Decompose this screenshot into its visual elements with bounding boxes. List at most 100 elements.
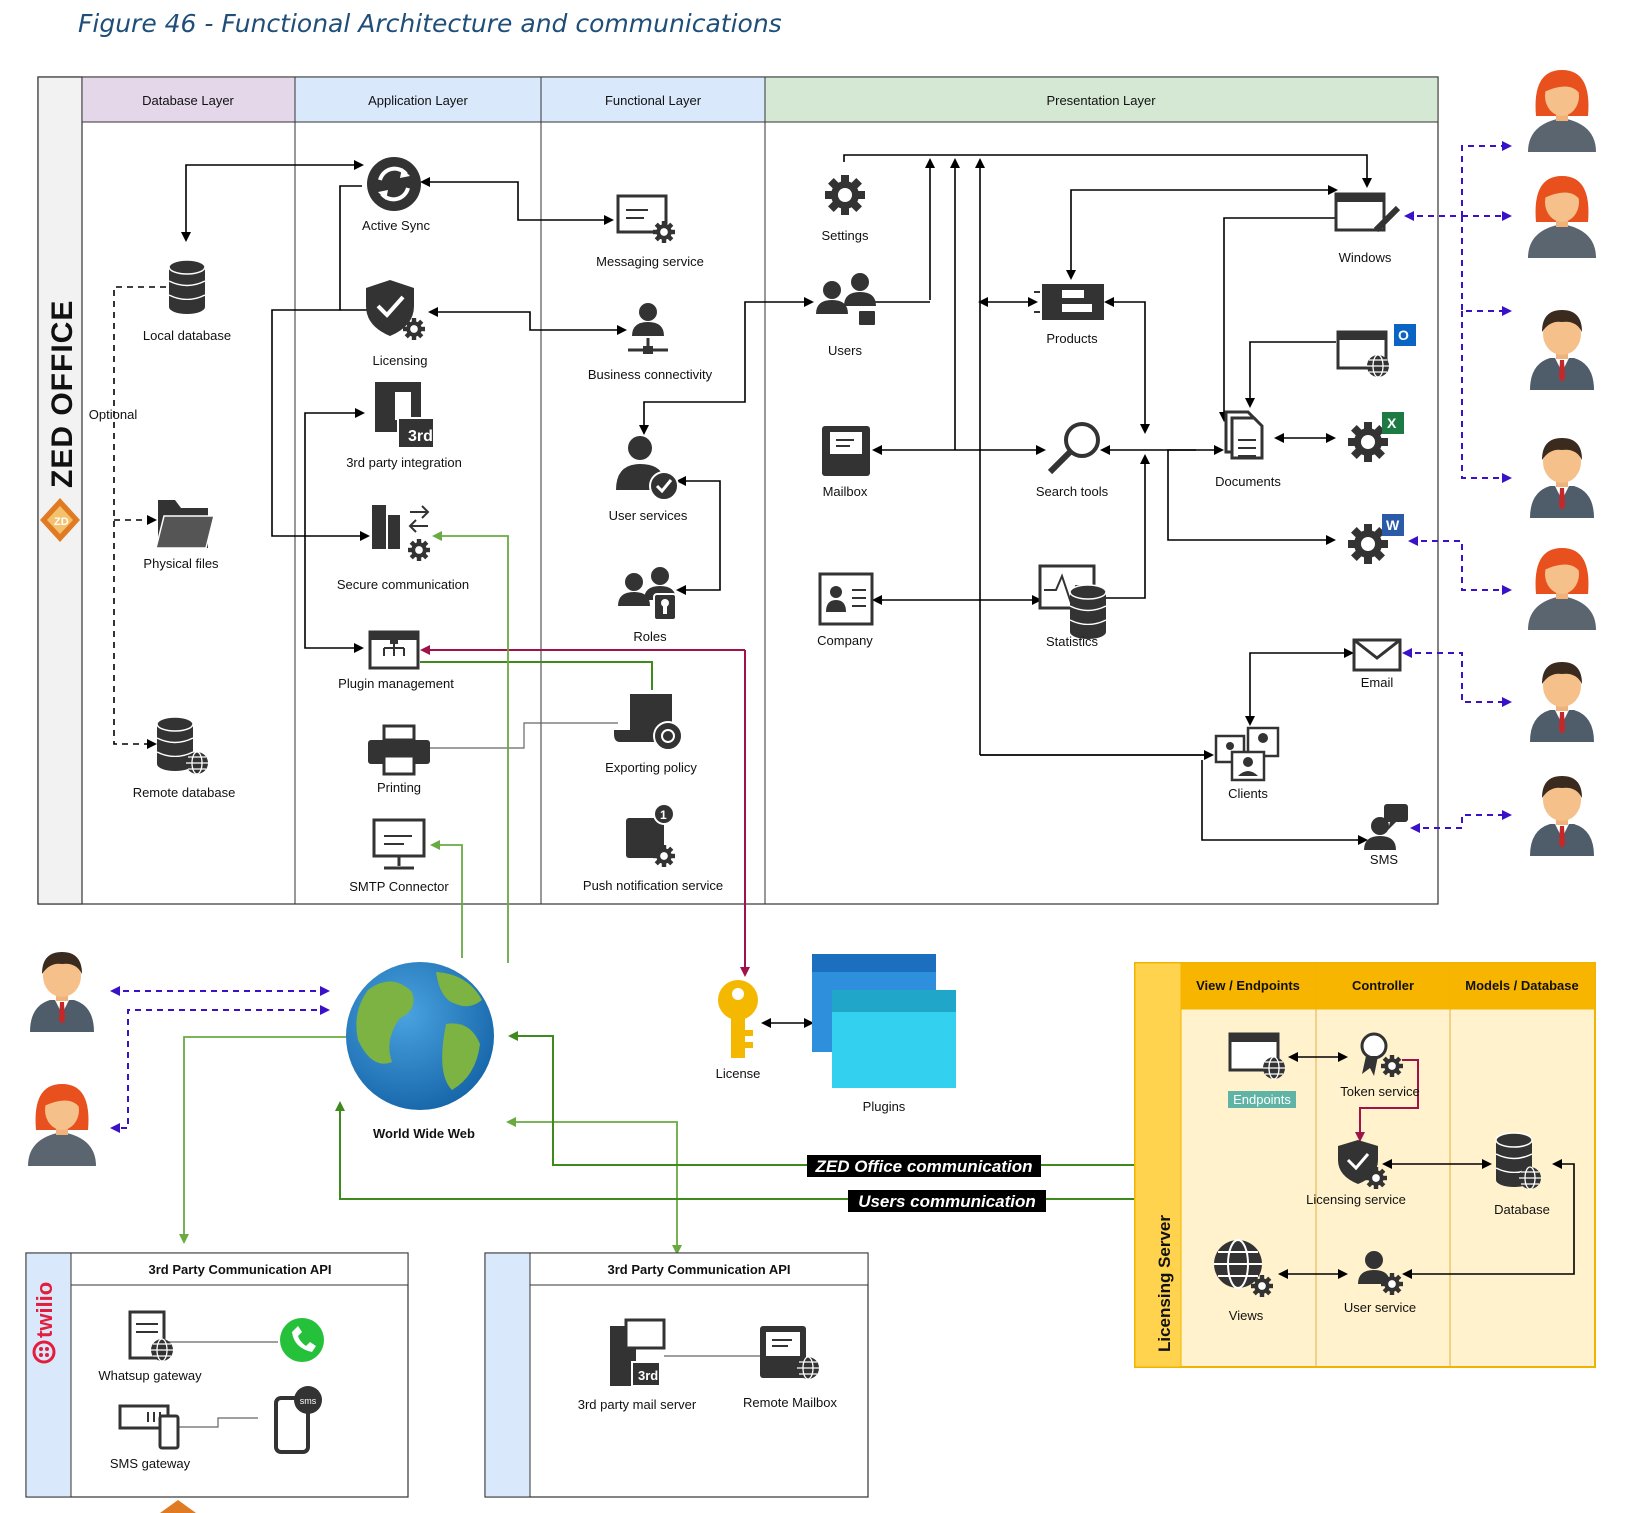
svg-text:twilio: twilio — [32, 1282, 57, 1338]
remote-database-node[interactable]: Remote database — [133, 716, 236, 800]
messaging-service-node[interactable]: Messaging service — [596, 194, 704, 269]
sms-node[interactable]: SMS — [1364, 804, 1408, 867]
clients-label: Clients — [1228, 786, 1268, 801]
user-services-label: User services — [609, 508, 688, 523]
company-node[interactable]: Company — [817, 572, 874, 648]
printing-node[interactable]: Printing — [368, 724, 430, 795]
third-party-integration-node[interactable]: 3rd 3rd party integration — [346, 382, 462, 470]
secure-communication-label: Secure communication — [337, 577, 469, 592]
secure-communication-node[interactable]: Secure communication — [337, 505, 469, 592]
word-icon: W — [1382, 514, 1404, 536]
excel-icon: X — [1382, 412, 1404, 434]
plugins-label: Plugins — [863, 1099, 906, 1114]
magnifier-icon — [1047, 422, 1100, 475]
settings-label: Settings — [822, 228, 869, 243]
physical-files-node[interactable]: Physical files — [143, 500, 219, 571]
business-connectivity-label: Business connectivity — [588, 367, 713, 382]
connections — [110, 141, 1512, 1255]
users-node[interactable]: Users — [816, 273, 877, 358]
user-female-avatar — [28, 1084, 96, 1166]
statistics-label: Statistics — [1046, 634, 1099, 649]
endpoints-node[interactable]: Endpoints — [1228, 1032, 1296, 1108]
inbox-icon — [822, 426, 870, 476]
gear-icon — [403, 318, 425, 340]
svg-text:X: X — [1387, 415, 1397, 431]
windows-node[interactable]: Windows — [1334, 192, 1401, 265]
third-party-mail-server-node[interactable]: 3rd 3rd party mail server — [578, 1318, 697, 1412]
world-wide-web-label: World Wide Web — [373, 1126, 475, 1141]
settings-node[interactable]: Settings — [822, 175, 869, 243]
local-database-node[interactable]: Local database — [143, 259, 231, 343]
user-services-node[interactable]: User services — [609, 436, 688, 523]
exporting-policy-label: Exporting policy — [605, 760, 697, 775]
users-communication-banner: Users communication — [848, 1190, 1046, 1212]
controller-header: Controller — [1352, 978, 1414, 993]
remote-database-label: Remote database — [133, 785, 236, 800]
zed-office-container: ZD ZED OFFICE Database Layer Application… — [37, 76, 1439, 905]
licensing-database-node[interactable]: Database — [1494, 1132, 1550, 1217]
svg-text:W: W — [1386, 517, 1400, 533]
user-check-icon — [616, 436, 679, 501]
functional-layer-header — [540, 76, 766, 123]
plugins-node[interactable]: Plugins — [812, 954, 956, 1114]
email-node[interactable]: Email — [1352, 638, 1402, 690]
mailbox-node[interactable]: Mailbox — [822, 426, 870, 499]
globe-icon — [1518, 1166, 1542, 1190]
documents-node[interactable]: Documents — [1215, 410, 1281, 489]
globe-icon — [1366, 354, 1390, 378]
whatsapp-icon — [280, 1318, 324, 1362]
user-service-node[interactable]: User service — [1344, 1251, 1416, 1315]
physical-files-label: Physical files — [143, 556, 219, 571]
users-communication-label: Users communication — [858, 1192, 1036, 1211]
functional-layer-title: Functional Layer — [605, 93, 702, 108]
products-node[interactable]: Products — [1034, 284, 1104, 346]
sms-phone-icon: sms — [274, 1386, 322, 1454]
search-tools-node[interactable]: Search tools — [1036, 422, 1109, 499]
globe-icon — [346, 962, 494, 1110]
smtp-connector-node[interactable]: SMTP Connector — [349, 818, 449, 894]
remote-mailbox-node[interactable]: Remote Mailbox — [743, 1326, 837, 1410]
business-connectivity-node[interactable]: Business connectivity — [588, 303, 713, 382]
smtp-connector-label: SMTP Connector — [349, 879, 449, 894]
licensing-node[interactable]: Licensing — [366, 280, 427, 368]
word-gear-node[interactable]: W — [1348, 514, 1404, 564]
svg-text:1: 1 — [660, 808, 667, 822]
world-wide-web-node[interactable]: World Wide Web — [346, 962, 494, 1141]
outlook-window-node[interactable]: O — [1336, 324, 1416, 378]
svg-text:ZD: ZD — [54, 516, 69, 528]
statistics-node[interactable]: Statistics — [1038, 564, 1107, 649]
push-notification-label: Push notification service — [583, 878, 723, 893]
exporting-policy-node[interactable]: Exporting policy — [605, 694, 697, 775]
windows-label: Windows — [1339, 250, 1392, 265]
sms-gateway-node[interactable]: SMS gateway — [110, 1404, 191, 1471]
gear-icon — [825, 175, 865, 215]
plugin-management-node[interactable]: Plugin management — [338, 630, 454, 691]
remote-mailbox-label: Remote Mailbox — [743, 1395, 837, 1410]
views-node[interactable]: Views — [1214, 1239, 1273, 1323]
clients-node[interactable]: Clients — [1214, 726, 1280, 801]
users-lock-icon — [816, 273, 877, 327]
envelope-icon — [1352, 638, 1402, 672]
svg-text:3rd: 3rd — [408, 428, 433, 445]
licensing-service-node[interactable]: Licensing service — [1306, 1140, 1406, 1207]
documents-icon — [1224, 410, 1264, 460]
globe-icon — [1262, 1056, 1286, 1080]
push-notification-node[interactable]: 1 Push notification service — [583, 803, 723, 893]
active-sync-node[interactable]: Active Sync — [362, 157, 430, 233]
mail-server-icon — [372, 818, 426, 870]
license-node[interactable]: License — [716, 980, 761, 1081]
application-layer-title: Application Layer — [368, 93, 468, 108]
circuit-board-icon — [1034, 284, 1104, 320]
roles-label: Roles — [633, 629, 667, 644]
database-layer-header — [81, 76, 296, 123]
clients-cards-icon — [1214, 726, 1280, 782]
roles-node[interactable]: Roles — [618, 567, 677, 644]
whatsapp-gateway-node[interactable]: Whatsup gateway — [98, 1310, 202, 1383]
active-sync-label: Active Sync — [362, 218, 430, 233]
monitor-chart-icon — [1038, 564, 1107, 640]
puzzle-icon: 3rd — [375, 382, 435, 449]
excel-gear-node[interactable]: X — [1348, 412, 1404, 462]
printer-icon — [368, 724, 430, 776]
token-service-node[interactable]: Token service — [1340, 1032, 1420, 1099]
svg-text:sms: sms — [300, 1396, 317, 1406]
